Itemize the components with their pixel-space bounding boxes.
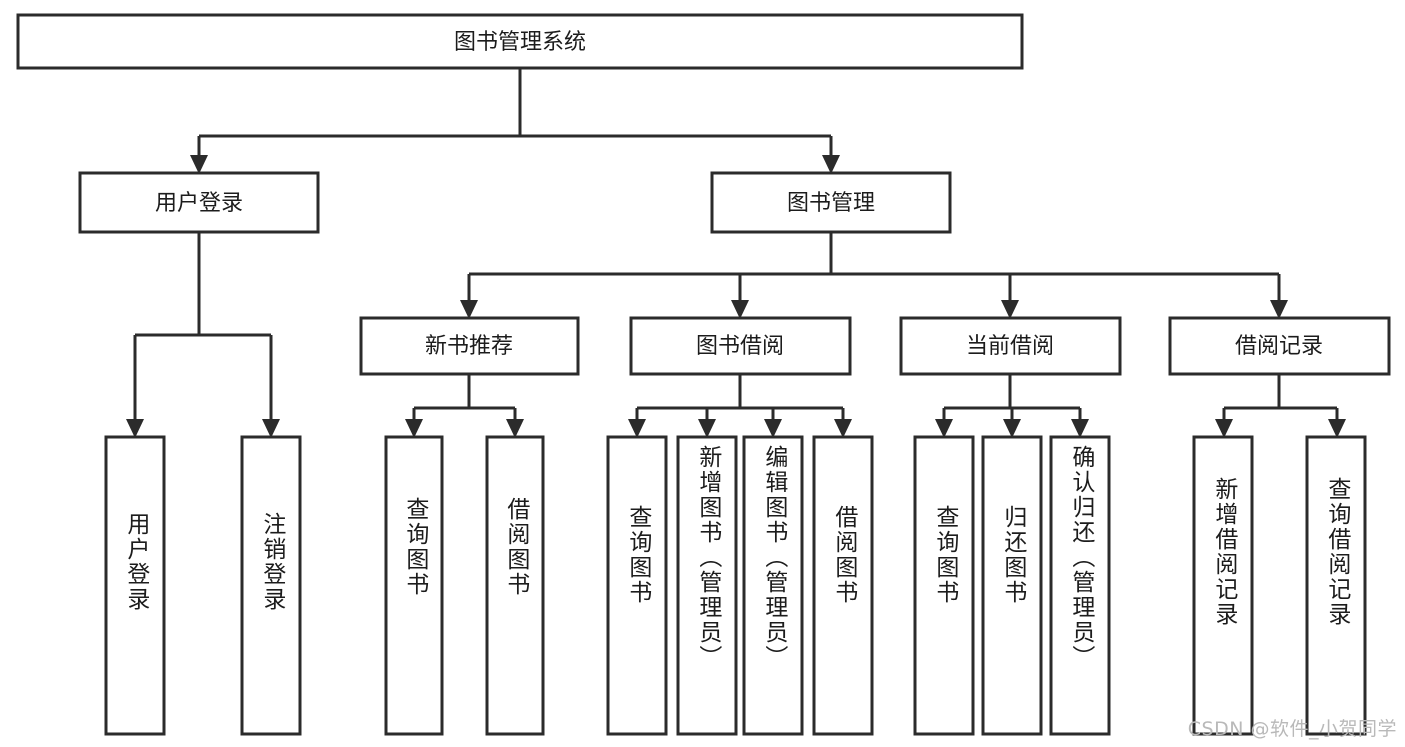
node-new-book-recommend[interactable]: 新书推荐 bbox=[359, 316, 580, 376]
node-leaf-borrow-book-1-box[interactable] bbox=[485, 435, 545, 736]
node-book-manage-label: 图书管理 bbox=[787, 191, 875, 216]
arrow-to-book-manage bbox=[822, 155, 840, 174]
node-book-borrow-box[interactable] bbox=[629, 316, 852, 376]
node-book-manage-box[interactable] bbox=[710, 171, 952, 234]
arrow-to-borrow-record bbox=[1270, 300, 1288, 319]
arrow-to-leaf-query-book-2 bbox=[628, 419, 646, 438]
arrow-to-user-login bbox=[190, 155, 208, 174]
arrow-to-leaf-borrow-book-1 bbox=[506, 419, 524, 438]
edge-layer bbox=[126, 68, 1346, 438]
arrow-to-book-borrow bbox=[731, 300, 749, 319]
arrow-to-leaf-confirm-return bbox=[1071, 419, 1089, 438]
node-layer: 图书管理系统 用户登录 图书管理 新书推荐 图书借阅 当前 bbox=[16, 13, 1391, 736]
node-root-label: 图书管理系统 bbox=[454, 30, 586, 55]
node-leaf-query-book-2-box[interactable] bbox=[606, 435, 668, 736]
node-current-borrow-box[interactable] bbox=[899, 316, 1122, 376]
node-leaf-add-record-box[interactable] bbox=[1192, 435, 1254, 736]
arrow-to-leaf-query-record bbox=[1328, 419, 1346, 438]
node-leaf-borrow-book-2-box[interactable] bbox=[812, 435, 874, 736]
node-borrow-record[interactable]: 借阅记录 bbox=[1168, 316, 1391, 376]
node-leaf-query-book-1-box[interactable] bbox=[384, 435, 444, 736]
arrow-to-leaf-add-book bbox=[698, 419, 716, 438]
arrow-to-current-borrow bbox=[1001, 300, 1019, 319]
node-borrow-record-box[interactable] bbox=[1168, 316, 1391, 376]
node-root[interactable]: 图书管理系统 bbox=[16, 13, 1024, 70]
arrow-to-leaf-logout-login bbox=[262, 419, 280, 438]
node-leaf-query-record-box bbox=[1305, 435, 1367, 736]
node-user-login[interactable]: 用户登录 bbox=[78, 171, 320, 234]
node-book-borrow-label: 图书借阅 bbox=[696, 334, 784, 359]
node-user-login-label: 用户登录 bbox=[155, 191, 243, 216]
node-book-manage[interactable]: 图书管理 bbox=[710, 171, 952, 234]
node-current-borrow-label: 当前借阅 bbox=[966, 334, 1054, 359]
node-leaf-query-book-3-box[interactable] bbox=[913, 435, 975, 736]
node-new-book-recommend-box[interactable] bbox=[359, 316, 580, 376]
arrow-to-new-book-recommend bbox=[460, 300, 478, 319]
node-leaf-edit-book-box[interactable] bbox=[742, 435, 804, 736]
arrow-to-leaf-query-book-1 bbox=[405, 419, 423, 438]
node-leaf-confirm-return-box[interactable] bbox=[1049, 435, 1111, 736]
arrow-to-leaf-add-record bbox=[1215, 419, 1233, 438]
csdn-watermark: CSDN @软件_小贺同学 bbox=[1187, 718, 1397, 740]
node-book-borrow[interactable]: 图书借阅 bbox=[629, 316, 852, 376]
node-root-box[interactable] bbox=[16, 13, 1024, 70]
arrow-to-leaf-query-book-3 bbox=[935, 419, 953, 438]
arrow-to-leaf-return-book bbox=[1003, 419, 1021, 438]
node-leaf-add-book-box[interactable] bbox=[676, 435, 738, 736]
arrow-to-leaf-user-login bbox=[126, 419, 144, 438]
node-borrow-record-label: 借阅记录 bbox=[1235, 334, 1323, 359]
arrow-to-leaf-edit-book bbox=[764, 419, 782, 438]
node-leaf-logout-login-box[interactable] bbox=[240, 435, 302, 736]
arrow-to-leaf-borrow-book-2 bbox=[834, 419, 852, 438]
node-current-borrow[interactable]: 当前借阅 bbox=[899, 316, 1122, 376]
node-user-login-box[interactable] bbox=[78, 171, 320, 234]
node-new-book-recommend-label: 新书推荐 bbox=[425, 334, 513, 359]
node-leaf-user-login-box[interactable] bbox=[104, 435, 166, 736]
node-leaf-return-book-box[interactable] bbox=[981, 435, 1043, 736]
